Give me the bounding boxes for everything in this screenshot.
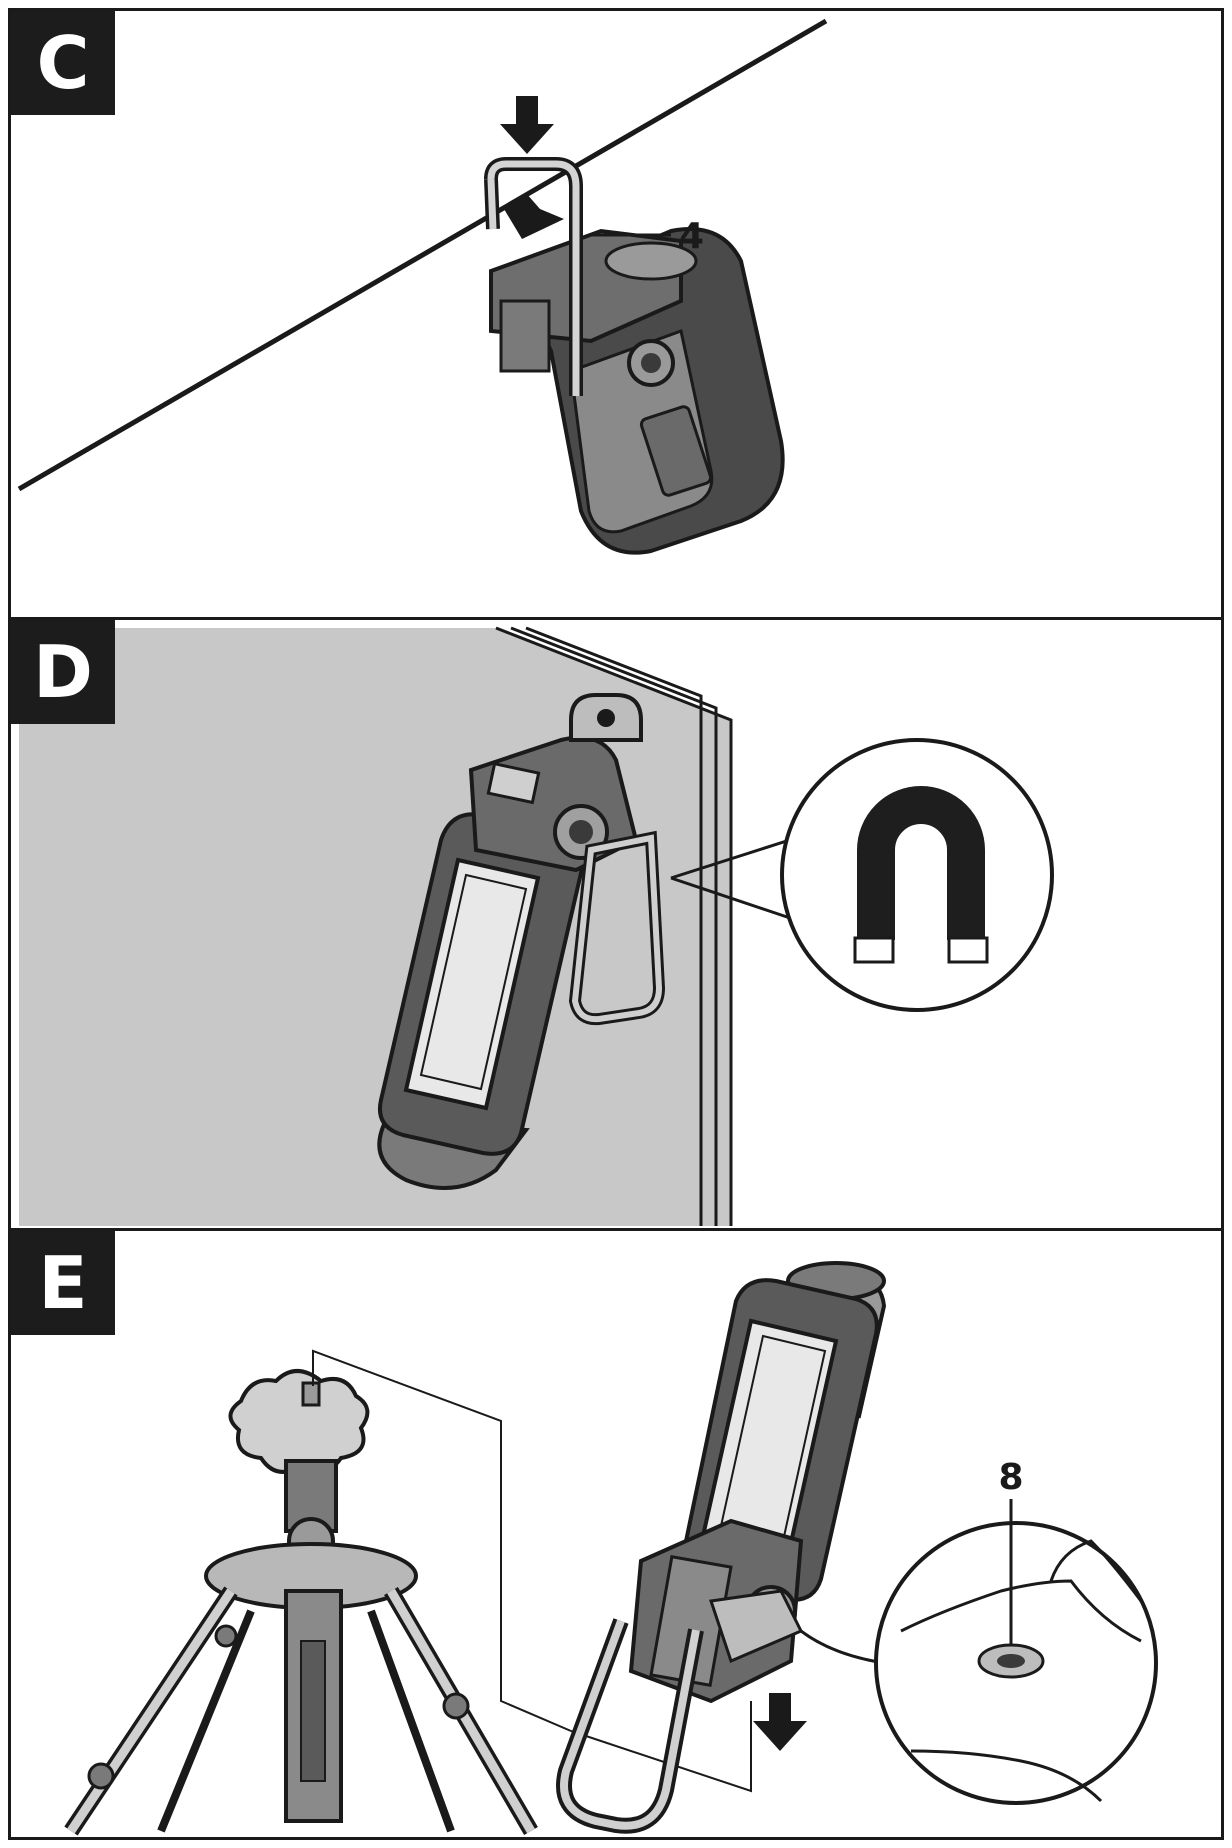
magnet-detail-circle — [780, 738, 1054, 1012]
panel-label-d: D — [11, 620, 115, 724]
illustration-magnetic-mount — [19, 626, 1054, 1226]
panel-c: C 4 — [8, 8, 1224, 620]
work-light-magnetic — [377, 693, 666, 1190]
callout-8-label: 8 — [998, 1457, 1023, 1498]
callout-4-label: 4 — [679, 216, 704, 257]
panel-label-c: C — [11, 11, 115, 115]
illustration-hanging-lamp: 4 — [17, 18, 828, 555]
panel-d: D — [8, 617, 1224, 1231]
magnet-icon — [853, 786, 989, 964]
alignment-guide — [312, 1349, 572, 1732]
push-down-arrow-icon — [753, 1693, 807, 1751]
hanging-wire — [17, 18, 828, 492]
push-down-arrow-icon — [500, 96, 554, 154]
work-light-tripod — [556, 1261, 887, 1834]
press-arrow-icon — [504, 193, 564, 239]
work-light-hanging — [484, 157, 785, 555]
magnet-callout-leader-bottom — [670, 876, 797, 922]
tripod — [64, 1369, 538, 1836]
panel-e: E — [8, 1228, 1224, 1840]
panel-label-e: E — [11, 1231, 115, 1335]
magnet-callout-leader-top — [670, 836, 797, 880]
illustration-tripod-mount: 8 — [64, 1261, 1158, 1836]
